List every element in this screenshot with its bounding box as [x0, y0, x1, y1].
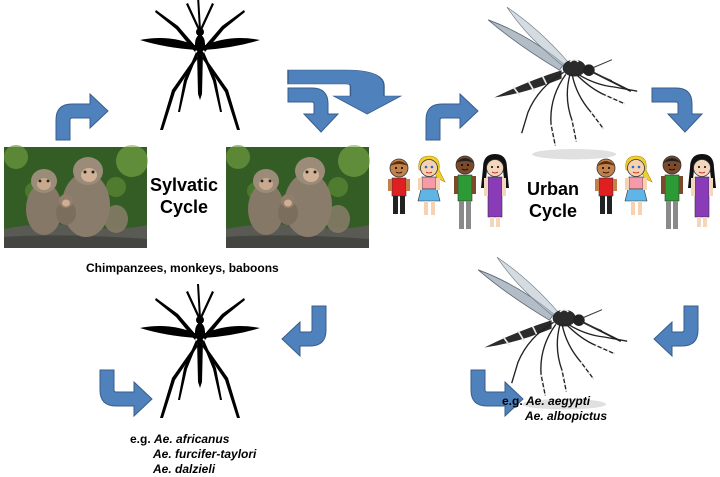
arrow-people-to-urban-mosquito: [425, 93, 479, 141]
arrow-monkeys-to-bottom-mosquito: [281, 305, 327, 357]
urban-vectors-label: e.g. Ae. aegypti Ae. albopictus: [502, 394, 607, 424]
sylvatic-eg-prefix: e.g.: [130, 432, 151, 446]
sylvatic-vector-3: Ae. dalzieli: [153, 462, 216, 476]
sylvatic-vector-2: Ae. furcifer-taylori: [153, 447, 257, 461]
sylvatic-vectors-label: e.g. Ae. africanus Ae. furcifer-taylori …: [130, 432, 256, 477]
urban-vector-1: Ae. aegypti: [526, 394, 591, 408]
monkeys-photo-right: [226, 145, 370, 248]
people-group-right: [594, 153, 717, 230]
sylvatic-bottom-mosquito-icon: [140, 284, 260, 418]
urban-bottom-mosquito-icon: [477, 256, 629, 411]
people-group-center: [387, 153, 510, 230]
arrow-urban-mosquito-to-people: [651, 87, 703, 133]
urban-top-mosquito-icon: [487, 6, 639, 161]
sylvatic-top-mosquito-icon: [140, 0, 260, 130]
urban-title-line2: Cycle: [528, 201, 578, 221]
arrow-mosquito-to-monkeys: [287, 87, 339, 133]
sylvatic-title-line2: Cycle: [159, 197, 209, 217]
monkeys-photo-left: [4, 145, 148, 248]
arrow-sylvatic-to-mosquito: [55, 93, 109, 141]
sylvatic-vector-1: Ae. africanus: [154, 432, 230, 446]
urban-cycle-title: Urban Cycle: [518, 178, 588, 222]
urban-vector-2: Ae. albopictus: [525, 409, 608, 423]
sylvatic-hosts-label: Chimpanzees, monkeys, baboons: [86, 261, 279, 275]
sylvatic-cycle-title: Sylvatic Cycle: [146, 174, 222, 218]
arrow-mosquito-to-people: [287, 69, 403, 115]
sylvatic-title-line1: Sylvatic: [149, 175, 219, 195]
urban-eg-prefix: e.g.: [502, 394, 523, 408]
arrow-bottom-mosquito-to-monkeys: [99, 369, 153, 417]
urban-title-line1: Urban: [526, 179, 579, 199]
arrow-urban-people-to-mosquito: [653, 305, 699, 357]
